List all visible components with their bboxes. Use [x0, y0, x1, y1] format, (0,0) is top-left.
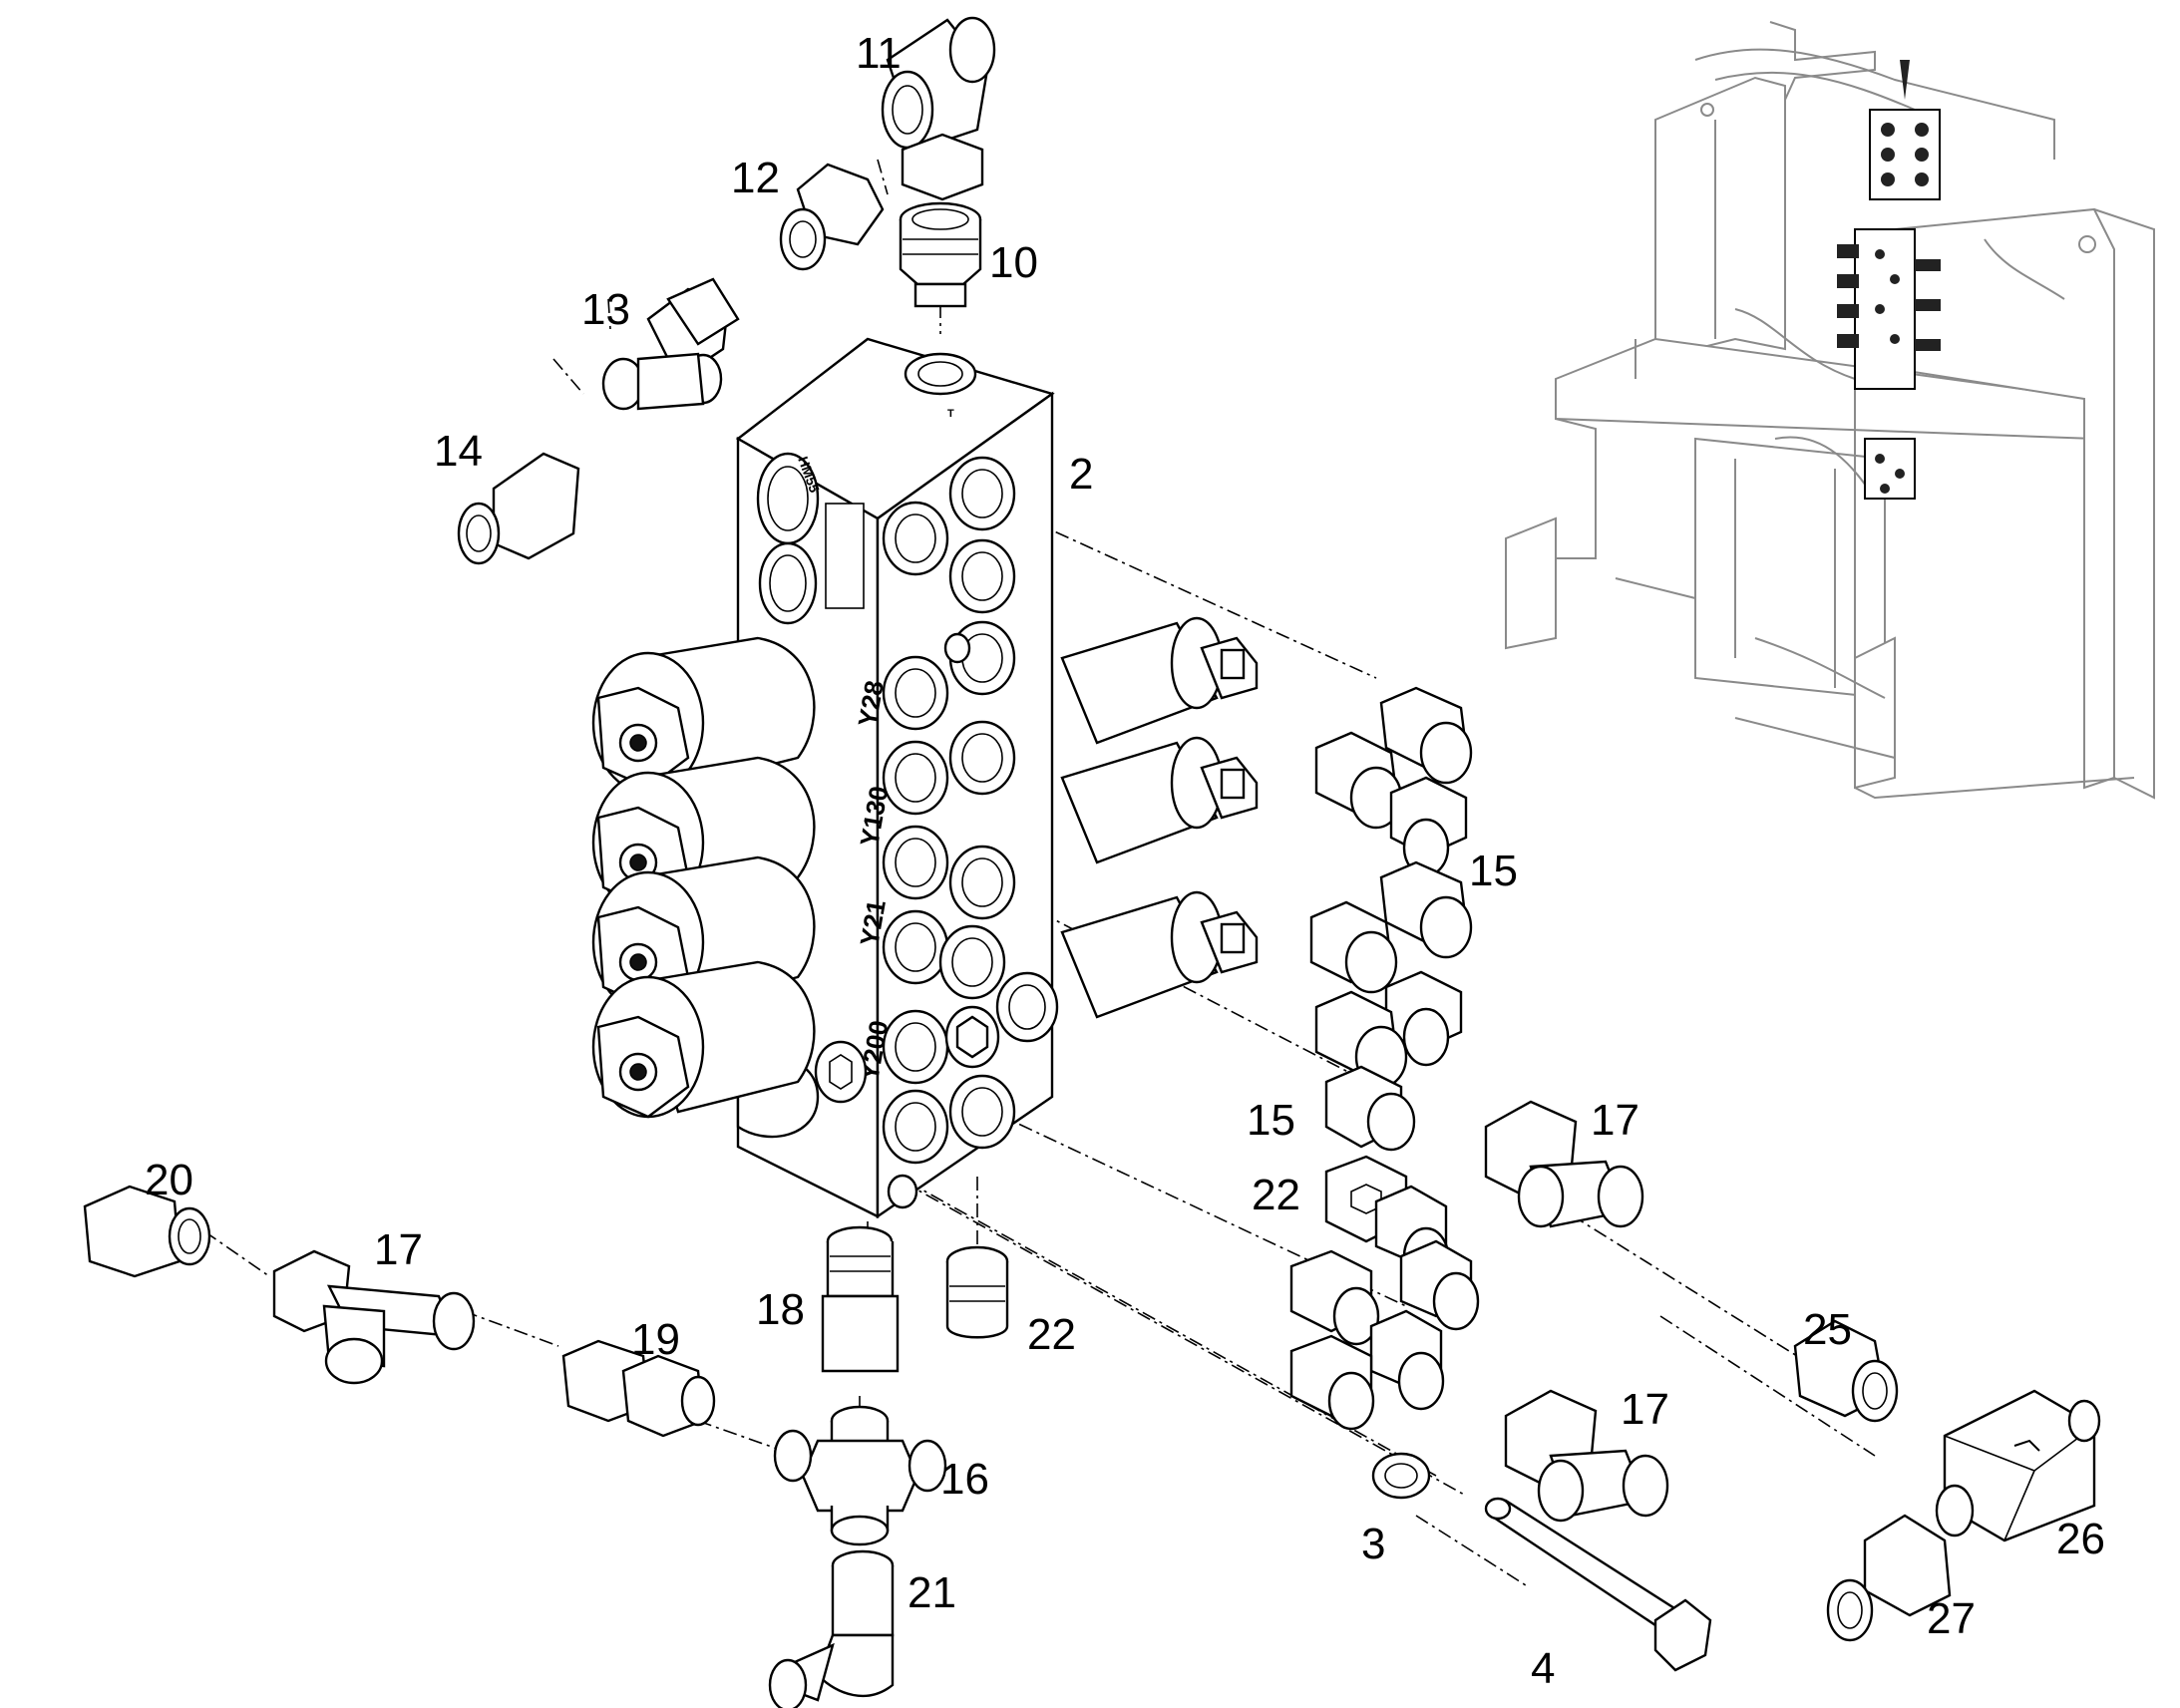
- part-25-adapter: [1793, 1319, 1899, 1423]
- callout-20: 20: [145, 1156, 193, 1204]
- part-11-elbow-fitting: [881, 16, 996, 201]
- top-port-mark: T: [947, 408, 954, 420]
- callout-13: 13: [581, 285, 630, 334]
- part-21-elbow: [768, 1549, 895, 1708]
- part-17-tee-left: [272, 1249, 476, 1385]
- callout-27: 27: [1927, 1594, 1976, 1643]
- callout-18: 18: [756, 1285, 805, 1334]
- part-13-tee-fitting: [601, 277, 740, 411]
- callout-16: 16: [940, 1455, 989, 1504]
- part-17-tee-lower-right: [1504, 1389, 1669, 1523]
- part-15-fitting-cluster-middle: [1309, 860, 1473, 1152]
- callout-14: 14: [434, 427, 483, 476]
- callout-17a: 17: [1591, 1096, 1639, 1145]
- callout-22b: 22: [1027, 1310, 1076, 1359]
- location-inset-machine-frame: [1505, 21, 2155, 800]
- part-15-fitting-cluster-upper: [1314, 686, 1473, 877]
- front-port-array: [882, 456, 1059, 1209]
- right-solenoid-stack: [1060, 616, 1259, 1019]
- part-16-cross-fitting: [773, 1405, 947, 1546]
- part-20-fitting: [83, 1185, 211, 1278]
- part-18-nipple: [821, 1225, 900, 1373]
- part-12-adapter: [779, 163, 885, 271]
- right-solenoid-3: [1060, 890, 1259, 1019]
- callout-12: 12: [731, 154, 780, 202]
- callout-25: 25: [1803, 1305, 1852, 1354]
- left-solenoid-4: [591, 960, 816, 1119]
- callout-26: 26: [2056, 1515, 2105, 1563]
- part-22-plug-cluster: [1324, 1155, 1480, 1331]
- part-22-plug-bottom: [945, 1245, 1009, 1339]
- left-solenoid-1: [591, 636, 816, 795]
- callout-10: 10: [989, 238, 1038, 287]
- callout-2: 2: [1069, 450, 1093, 499]
- right-solenoid-2: [1060, 736, 1259, 864]
- callout-22a: 22: [1252, 1171, 1300, 1219]
- callout-15a: 15: [1469, 847, 1518, 895]
- part-27-fitting: [1826, 1514, 1952, 1642]
- callout-4: 4: [1531, 1644, 1555, 1693]
- callout-labels: 11 12 10 13 14 2 15 15 17 22 20 17 18 22…: [145, 29, 2105, 1693]
- callout-3: 3: [1361, 1520, 1385, 1568]
- right-solenoid-1: [1060, 616, 1259, 745]
- part-26-cross-block: [1935, 1389, 2101, 1542]
- callout-11: 11: [856, 29, 902, 78]
- part-10-nipple: [899, 201, 982, 308]
- left-solenoid-stack: [591, 636, 816, 1119]
- callout-15b: 15: [1247, 1096, 1295, 1145]
- callout-19: 19: [631, 1315, 680, 1364]
- part-4-bolt: [1484, 1497, 1712, 1672]
- callout-17b: 17: [1621, 1385, 1669, 1434]
- part-14-straight-fitting: [457, 452, 580, 565]
- part-3-washer: [1371, 1452, 1431, 1500]
- callout-17c: 17: [374, 1225, 423, 1274]
- callout-21: 21: [908, 1568, 956, 1617]
- part-19-union: [561, 1339, 716, 1438]
- lower-fitting-cluster: [1289, 1249, 1445, 1431]
- part-17-tee-upper-right: [1484, 1100, 1644, 1228]
